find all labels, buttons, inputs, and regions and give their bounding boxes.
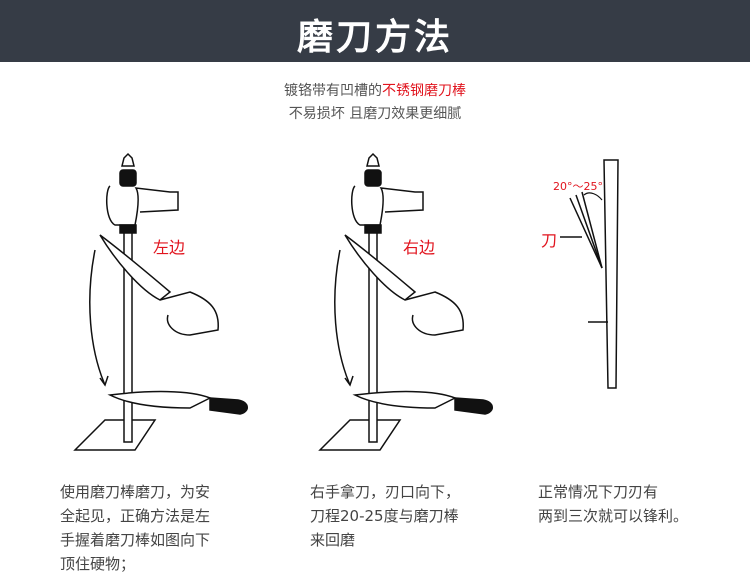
intro-highlight: 不锈钢磨刀棒 <box>382 83 466 99</box>
step-3-description: 正常情况下刀刃有 两到三次就可以锋利。 <box>538 483 689 525</box>
base-plate <box>73 419 157 451</box>
angle-label: 20°～25° <box>553 180 603 193</box>
blade-line <box>569 197 603 269</box>
sharpening-illustration-right <box>318 152 493 451</box>
header-bar: 磨刀方法 <box>0 0 750 62</box>
label-left: 左边 <box>153 238 186 257</box>
sharpening-illustration-left <box>73 152 248 451</box>
angle-diagram <box>560 159 619 389</box>
step-2-description: 右手拿刀，刃口向下， 刀程20-25度与磨刀棒 来回磨 <box>310 483 461 549</box>
blade-label: 刀 <box>541 231 558 250</box>
intro-line-2: 不易损坏 且磨刀效果更细腻 <box>288 106 462 122</box>
intro-line-1: 镀铬带有凹槽的不锈钢磨刀棒 <box>0 80 750 100</box>
rod-outline <box>603 159 619 389</box>
intro-text: 镀铬带有凹槽的 <box>284 83 382 99</box>
page-title: 磨刀方法 <box>296 17 453 58</box>
step-1-description: 使用磨刀棒磨刀，为安 全起见，正确方法是左 手握着磨刀棒如图向下 顶住硬物； <box>60 483 211 573</box>
label-right: 右边 <box>403 238 436 257</box>
